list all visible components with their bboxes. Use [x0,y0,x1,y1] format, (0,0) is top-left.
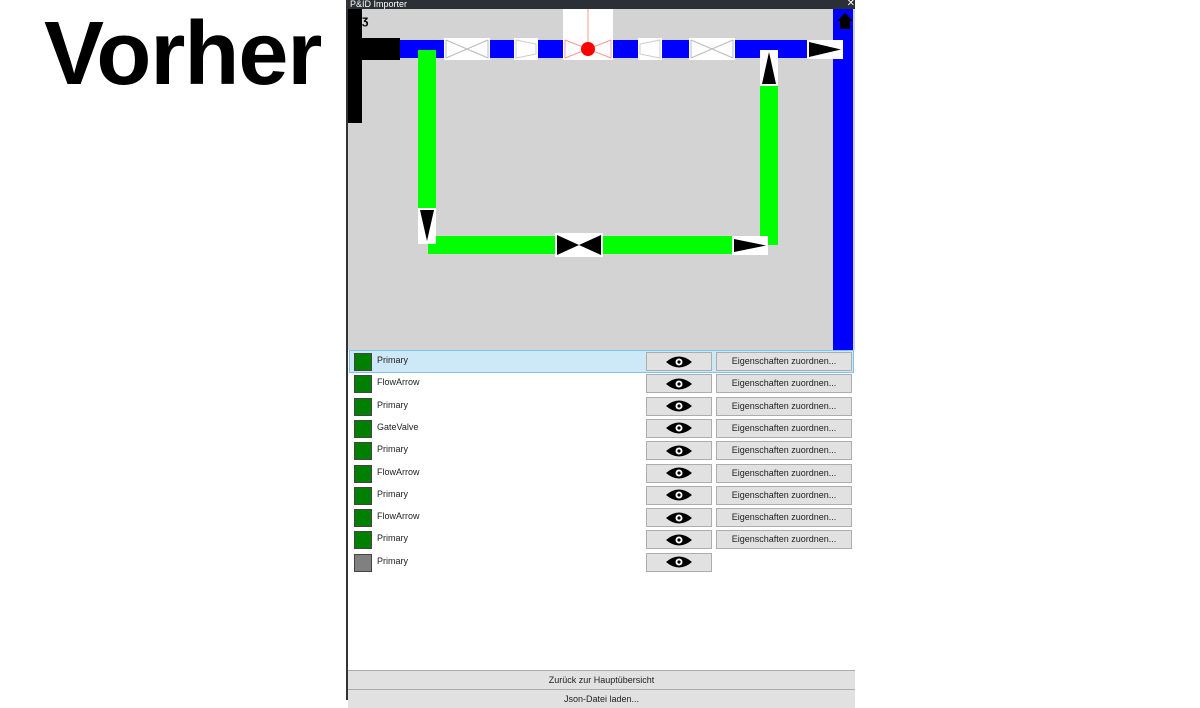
visibility-toggle-button[interactable] [646,396,712,416]
color-swatch[interactable] [354,353,372,371]
color-swatch[interactable] [354,531,372,550]
reducer-icon[interactable] [638,38,662,60]
visibility-toggle-button[interactable] [646,508,712,528]
left-frame-bar [348,9,362,123]
load-json-button[interactable]: Json-Datei laden... [348,689,855,708]
assign-properties-button[interactable]: Eigenschaften zuordnen... [716,418,852,438]
list-item[interactable]: FlowArrow Eigenschaften zuordnen... [350,463,853,484]
element-name: Primary [377,355,408,365]
assign-properties-button[interactable]: Eigenschaften zuordnen... [716,463,852,483]
visibility-toggle-button[interactable] [646,374,712,394]
gate-valve-icon[interactable] [555,233,603,257]
eye-icon [666,400,692,412]
eye-icon [666,534,692,546]
home-icon[interactable] [836,12,854,30]
color-swatch[interactable] [354,442,372,461]
list-item[interactable]: Primary Eigenschaften zuordnen... [350,396,853,417]
list-item[interactable]: FlowArrow Eigenschaften zuordnen... [350,373,853,394]
eye-icon [666,467,692,479]
flow-arrow-icon[interactable] [760,50,778,86]
visibility-toggle-button[interactable] [646,485,712,505]
list-item[interactable]: Primary [350,552,853,573]
assign-properties-button[interactable]: Eigenschaften zuordnen... [716,374,852,394]
list-item[interactable]: Primary Eigenschaften zuordnen... [349,350,854,373]
color-swatch[interactable] [354,397,372,416]
gate-valve-icon[interactable] [689,38,735,60]
control-valve-icon[interactable] [563,9,613,60]
element-name: Primary [377,533,408,544]
color-swatch[interactable] [354,464,372,483]
primary-pipe-vertical[interactable] [833,9,853,350]
list-item[interactable]: GateValve Eigenschaften zuordnen... [350,418,853,439]
element-name: FlowArrow [377,511,420,522]
assign-properties-button[interactable]: Eigenschaften zuordnen... [716,396,852,416]
before-label: Vorher [44,6,322,118]
eye-icon [666,512,692,524]
element-name: Primary [377,399,408,410]
element-name: Primary [377,444,408,455]
list-item[interactable]: Primary Eigenschaften zuordnen... [350,440,853,461]
window-title: P&ID Importer [350,0,408,9]
gate-valve-icon[interactable] [444,38,490,60]
eye-icon [666,489,692,501]
diagram-canvas[interactable]: ʒ [348,9,855,350]
secondary-pipe[interactable] [418,50,436,210]
color-swatch[interactable] [354,509,372,528]
element-name: FlowArrow [377,466,420,477]
puzzle-icon: ʒ [362,13,369,27]
element-name: FlowArrow [377,377,420,388]
eye-icon [666,422,692,434]
close-icon[interactable]: ✕ [846,0,855,9]
list-item[interactable]: Primary Eigenschaften zuordnen... [350,485,853,506]
back-to-overview-button[interactable]: Zurück zur Hauptübersicht [348,670,855,689]
assign-properties-button[interactable]: Eigenschaften zuordnen... [716,530,852,550]
color-swatch[interactable] [354,375,372,394]
nozzle-block[interactable] [362,38,400,60]
element-name: Primary [377,555,408,566]
reducer-icon[interactable] [514,38,538,60]
element-name: Primary [377,488,408,499]
visibility-toggle-button[interactable] [646,530,712,550]
assign-properties-button[interactable]: Eigenschaften zuordnen... [716,485,852,505]
flow-arrow-icon[interactable] [732,236,768,255]
visibility-toggle-button[interactable] [646,352,712,371]
assign-properties-button[interactable]: Eigenschaften zuordnen... [716,508,852,528]
visibility-toggle-button[interactable] [646,418,712,438]
eye-icon [666,378,692,390]
color-swatch[interactable] [354,486,372,505]
eye-icon [666,556,692,568]
eye-icon [666,445,692,457]
visibility-toggle-button[interactable] [646,463,712,483]
secondary-pipe[interactable] [760,84,778,245]
title-bar: P&ID Importer ✕ [348,0,855,9]
color-swatch[interactable] [354,419,372,438]
list-item[interactable]: FlowArrow Eigenschaften zuordnen... [350,507,853,528]
flow-arrow-icon[interactable] [807,40,843,59]
color-swatch[interactable] [354,553,372,572]
list-item[interactable]: Primary Eigenschaften zuordnen... [350,529,853,550]
visibility-toggle-button[interactable] [646,441,712,461]
visibility-toggle-button[interactable] [646,552,712,572]
assign-properties-button[interactable]: Eigenschaften zuordnen... [716,441,852,461]
flow-arrow-icon[interactable] [418,208,436,244]
assign-properties-button[interactable]: Eigenschaften zuordnen... [716,352,852,371]
eye-icon [666,356,692,367]
element-name: GateValve [377,421,419,432]
